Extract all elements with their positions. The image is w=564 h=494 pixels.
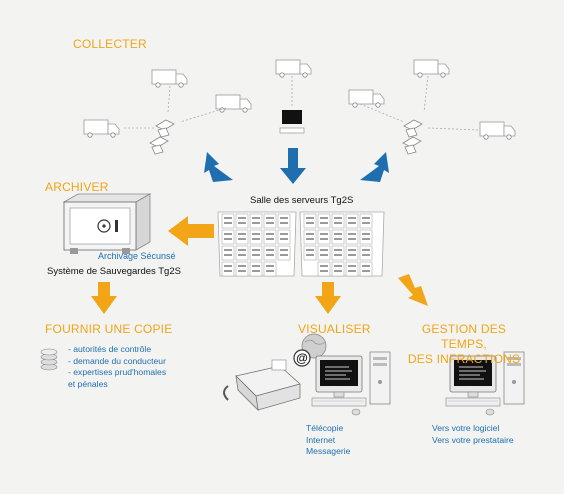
collect-arrow	[360, 152, 389, 182]
truck-icon	[275, 59, 312, 78]
manage-heading-line2: DES INFRACTIONS	[407, 352, 521, 366]
archive-arrow	[168, 216, 214, 246]
manage-heading: GESTION DES TEMPS, DES INFRACTIONS	[400, 322, 528, 367]
mouse-icon	[485, 408, 495, 416]
card-reader-icon	[155, 119, 175, 138]
copy-list: - autorités de contrôle - demande du con…	[68, 344, 166, 390]
card-reader-icon	[402, 136, 422, 155]
manage-heading-line1: GESTION DES TEMPS,	[421, 322, 507, 351]
server-room-label: Salle des serveurs Tg2S	[250, 195, 354, 206]
collect-arrow	[280, 148, 306, 184]
truck-icon	[413, 59, 450, 78]
archive-heading: ARCHIVER	[45, 180, 109, 194]
copy-arrow	[91, 282, 117, 314]
card-reader-icon	[149, 136, 169, 155]
truck-icon	[479, 121, 516, 140]
manage-list: Vers votre logiciel Vers votre prestatai…	[432, 423, 514, 446]
truck-icon	[348, 89, 385, 108]
card-reader-icon	[403, 119, 423, 138]
svg-text:@: @	[296, 351, 308, 365]
list-item: et pénales	[68, 378, 108, 389]
manage-arrow	[398, 274, 428, 306]
at-sign-icon: @	[293, 349, 311, 367]
list-item: - demande du conducteur	[68, 355, 166, 366]
list-item: - expertises prud'homales	[68, 367, 167, 377]
document-stack-icon	[40, 348, 58, 371]
mouse-icon	[351, 408, 361, 416]
fax-icon	[223, 359, 301, 412]
truck-icon	[83, 119, 120, 138]
truck-icon	[151, 69, 188, 88]
list-item: - autorités de contrôle	[68, 344, 152, 354]
list-item: Internet	[306, 434, 336, 445]
copy-heading: FOURNIR UNE COPIE	[45, 322, 173, 336]
collect-arrow	[204, 152, 233, 182]
computer-tower-icon	[369, 351, 391, 405]
connector-lines	[124, 75, 479, 131]
view-arrow	[315, 282, 341, 314]
monitor-icon	[311, 355, 367, 407]
view-heading: VISUALISER	[298, 322, 371, 336]
safe-icon	[62, 193, 152, 254]
terminal-icon	[279, 110, 305, 134]
list-item: Vers votre prestataire	[432, 434, 514, 445]
secure-archive-label: Archivage Sécunsé	[98, 251, 176, 261]
list-item: Messagerie	[306, 446, 351, 456]
list-item: Vers votre logiciel	[432, 423, 500, 433]
list-item: Télécopie	[306, 423, 344, 433]
backup-system-label: Système de Sauvegardes Tg2S	[47, 266, 181, 277]
collect-heading: COLLECTER	[73, 37, 147, 51]
view-list: Télécopie Internet Messagerie	[306, 423, 350, 458]
